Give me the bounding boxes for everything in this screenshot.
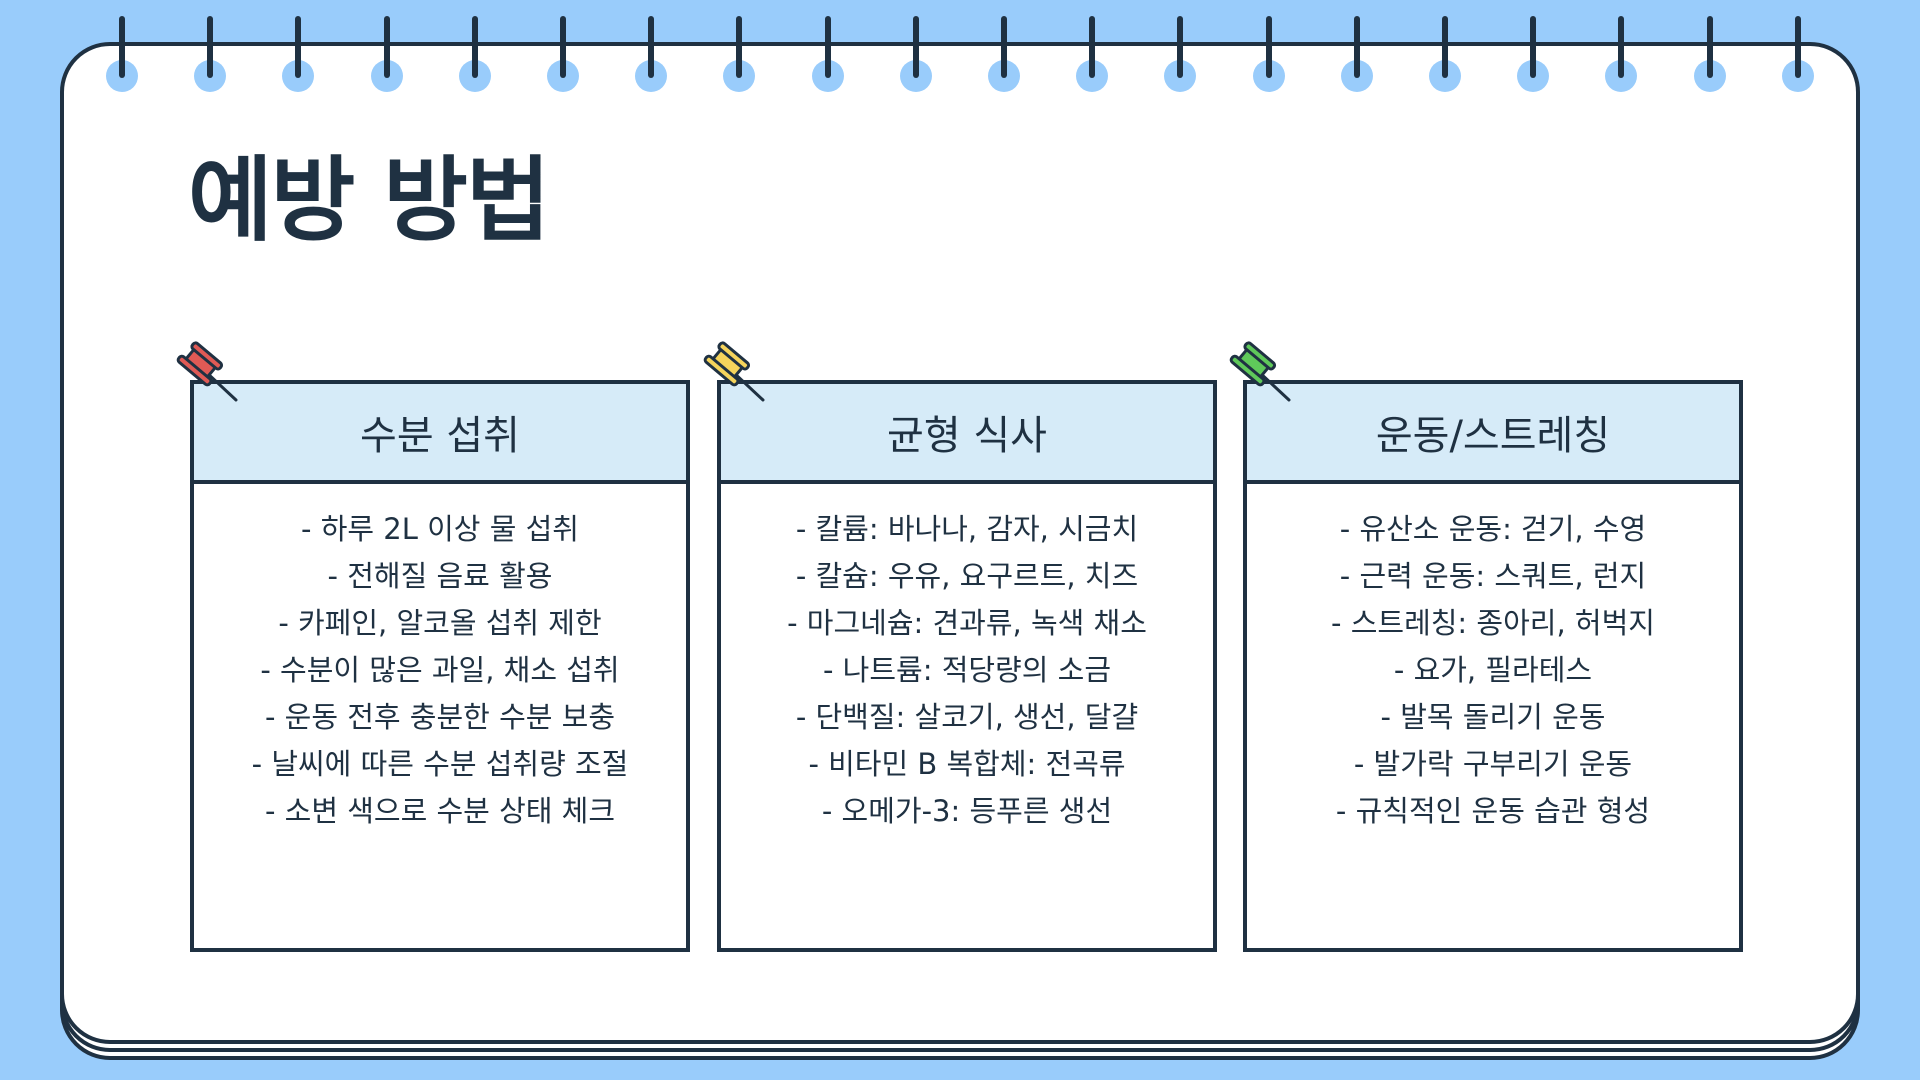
card-header: 운동/스트레칭 bbox=[1247, 384, 1739, 484]
card-balanced-diet: 균형 식사 - 칼륨: 바나나, 감자, 시금치 - 칼슘: 우유, 요구르트,… bbox=[717, 380, 1217, 952]
list-item: - 운동 전후 충분한 수분 보충 bbox=[264, 700, 616, 734]
card-header: 수분 섭취 bbox=[194, 384, 686, 484]
red-pushpin-icon bbox=[176, 341, 238, 402]
card-title: 수분 섭취 bbox=[360, 413, 520, 459]
list-item: - 스트레칭: 종아리, 허벅지 bbox=[1331, 606, 1655, 640]
green-pushpin-icon bbox=[1229, 341, 1291, 402]
list-item: - 근력 운동: 스쿼트, 런지 bbox=[1339, 559, 1647, 593]
card-header: 균형 식사 bbox=[721, 384, 1213, 484]
list-item: - 수분이 많은 과일, 채소 섭취 bbox=[260, 653, 620, 687]
list-item: - 마그네슘: 견과류, 녹색 채소 bbox=[787, 606, 1147, 640]
list-item: - 단백질: 살코기, 생선, 달걀 bbox=[795, 700, 1139, 734]
list-item: - 비타민 B 복합체: 전곡류 bbox=[808, 747, 1126, 781]
list-item: - 카페인, 알코올 섭취 제한 bbox=[278, 606, 602, 640]
page-title: 예방 방법 bbox=[188, 147, 551, 254]
list-item: - 유산소 운동: 걷기, 수영 bbox=[1339, 512, 1647, 546]
list-item: - 발목 돌리기 운동 bbox=[1380, 700, 1606, 734]
list-item: - 나트륨: 적당량의 소금 bbox=[822, 653, 1111, 687]
list-item: - 날씨에 따른 수분 섭취량 조절 bbox=[251, 747, 629, 781]
list-item: - 하루 2L 이상 물 섭취 bbox=[301, 512, 579, 546]
list-item: - 전해질 음료 활용 bbox=[327, 559, 553, 593]
list-item: - 소변 색으로 수분 상태 체크 bbox=[264, 794, 616, 828]
list-item: - 오메가-3: 등푸른 생선 bbox=[821, 794, 1113, 828]
yellow-pushpin-icon bbox=[703, 341, 765, 402]
card-item-list: - 칼륨: 바나나, 감자, 시금치 - 칼슘: 우유, 요구르트, 치즈 - … bbox=[721, 484, 1213, 835]
list-item: - 규칙적인 운동 습관 형성 bbox=[1335, 794, 1651, 828]
list-item: - 칼슘: 우유, 요구르트, 치즈 bbox=[795, 559, 1139, 593]
card-title: 운동/스트레칭 bbox=[1375, 413, 1611, 459]
card-water-intake: 수분 섭취 - 하루 2L 이상 물 섭취 - 전해질 음료 활용 - 카페인,… bbox=[190, 380, 690, 952]
card-exercise-stretching: 운동/스트레칭 - 유산소 운동: 걷기, 수영 - 근력 운동: 스쿼트, 런… bbox=[1243, 380, 1743, 952]
card-item-list: - 하루 2L 이상 물 섭취 - 전해질 음료 활용 - 카페인, 알코올 섭… bbox=[194, 484, 686, 835]
list-item: - 칼륨: 바나나, 감자, 시금치 bbox=[795, 512, 1139, 546]
list-item: - 요가, 필라테스 bbox=[1393, 653, 1593, 687]
list-item: - 발가락 구부리기 운동 bbox=[1353, 747, 1633, 781]
card-item-list: - 유산소 운동: 걷기, 수영 - 근력 운동: 스쿼트, 런지 - 스트레칭… bbox=[1247, 484, 1739, 835]
card-title: 균형 식사 bbox=[887, 413, 1047, 459]
